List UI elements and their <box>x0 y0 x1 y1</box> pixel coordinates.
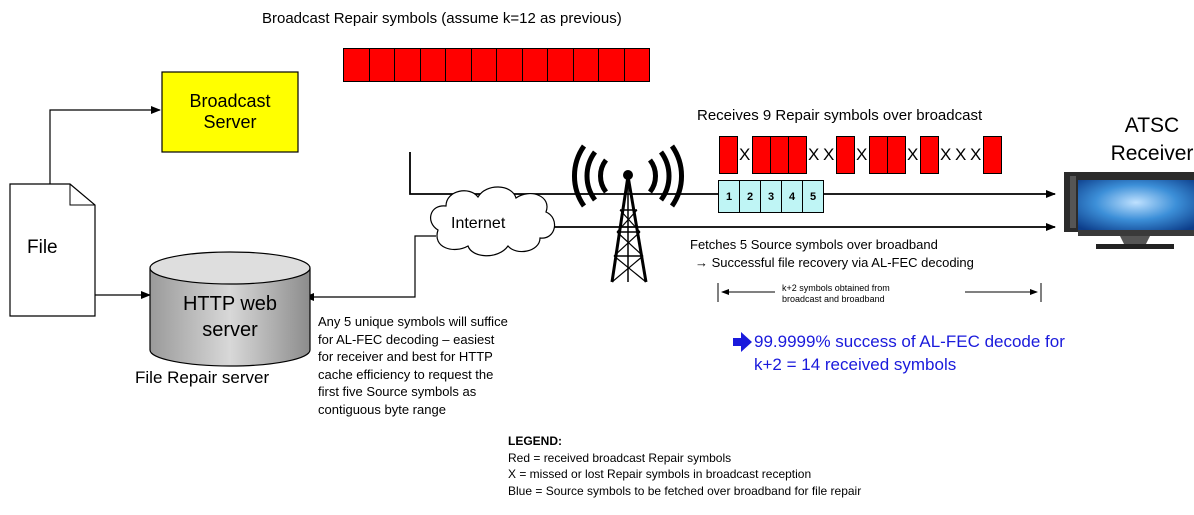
broadcast-tower-icon <box>572 144 684 283</box>
received-repair-symbol <box>788 136 807 174</box>
repair-symbol <box>445 48 472 82</box>
k2-caption-line2: broadcast and broadband <box>782 294 885 304</box>
any5-caption-line: for receiver and best for HTTP <box>318 349 493 364</box>
missed-repair-symbol: X <box>970 145 982 164</box>
any5-caption-line: contiguous byte range <box>318 401 446 417</box>
any5-caption: Any 5 unique symbols will suffice for AL-… <box>318 313 508 418</box>
legend-line: Red = received broadcast Repair symbols <box>508 450 732 465</box>
fetch-caption-line1: Fetches 5 Source symbols over broadband <box>690 237 938 252</box>
receiver-label: ATSC Receiver <box>1110 112 1194 168</box>
repair-symbol <box>470 48 497 82</box>
repair-symbol <box>547 48 574 82</box>
fetch-caption-line2: → Successful file recovery via AL-FEC de… <box>695 255 974 270</box>
received-repair-symbol <box>983 136 1002 174</box>
http-server-cylinder <box>149 268 311 367</box>
received-repair-symbol <box>920 136 939 174</box>
file-repair-caption: File Repair server <box>135 368 270 387</box>
repair-symbol <box>496 48 523 82</box>
received-repair-symbol <box>869 136 888 174</box>
repair-symbol <box>343 48 370 82</box>
legend-line: X = missed or lost Repair symbols in bro… <box>508 467 812 481</box>
broadcast-server-label: Broadcast Server <box>162 72 298 152</box>
broadcast-server-line1: Broadcast <box>189 91 271 111</box>
broadcast-server-line2: Server <box>203 112 257 132</box>
internet-label: Internet <box>451 215 506 232</box>
received-repair-symbol <box>836 136 855 174</box>
any5-caption-line: cache efficiency to request the <box>318 366 494 382</box>
fetch-caption: Fetches 5 Source symbols over broadband … <box>690 236 974 272</box>
receiver-line2: Receiver <box>1110 142 1194 165</box>
any5-caption-line: Any 5 unique symbols will suffice <box>318 314 508 329</box>
success-caption: 99.9999% success of AL-FEC decode for k+… <box>754 330 1065 376</box>
file-label: File <box>27 237 58 258</box>
tv-receiver-icon <box>1064 172 1194 249</box>
source-symbol: 4 <box>781 180 803 213</box>
repair-symbol <box>521 48 548 82</box>
received-repair-symbol <box>770 136 789 174</box>
received-repair-symbol <box>719 136 738 174</box>
success-caption-line1: 99.9999% success of AL-FEC decode for <box>754 332 1065 351</box>
receives-caption: Receives 9 Repair symbols over broadcast <box>697 107 983 124</box>
file-to-broadcast-arrow <box>49 106 161 188</box>
repair-symbol <box>623 48 650 82</box>
internet-cloud <box>430 186 556 257</box>
any5-caption-line: first five Source symbols as <box>318 384 477 399</box>
source-symbol: 3 <box>760 180 782 213</box>
repair-symbol <box>368 48 395 82</box>
missed-repair-symbol: X <box>940 145 952 164</box>
source-symbol: 2 <box>739 180 761 213</box>
missed-repair-symbol: X <box>856 145 868 164</box>
legend-title: LEGEND: <box>508 434 562 448</box>
legend: LEGEND: Red = received broadcast Repair … <box>508 433 861 499</box>
repair-symbol <box>394 48 421 82</box>
received-repair-symbol <box>887 136 906 174</box>
http-server-label: HTTP web server <box>150 284 310 350</box>
k2-caption: k+2 symbols obtained from broadcast and … <box>782 283 890 305</box>
missed-repair-symbol: X <box>907 145 919 164</box>
receiver-line1: ATSC <box>1124 114 1180 137</box>
http-server-line2: server <box>202 319 258 341</box>
missed-repair-symbol: X <box>823 145 835 164</box>
legend-line: Blue = Source symbols to be fetched over… <box>508 483 862 498</box>
broadcast-path-arrow <box>409 152 1056 198</box>
repair-symbol <box>598 48 625 82</box>
success-arrow-icon <box>733 332 752 352</box>
broadcast-server-box <box>161 71 299 153</box>
any5-caption-line: for AL-FEC decoding – easiest <box>318 331 495 347</box>
source-symbol: 5 <box>802 180 824 213</box>
http-server-cylinder-top <box>149 251 311 285</box>
file-document-shape <box>9 183 96 317</box>
file-fold <box>69 184 95 206</box>
repair-symbol <box>419 48 446 82</box>
repair-symbol <box>572 48 599 82</box>
source-symbol: 1 <box>718 180 740 213</box>
received-repair-symbol <box>752 136 771 174</box>
top-caption: Broadcast Repair symbols (assume k=12 as… <box>262 10 622 27</box>
k2-caption-line1: k+2 symbols obtained from <box>782 283 890 293</box>
http-server-line1: HTTP web <box>182 293 278 315</box>
missed-repair-symbol: X <box>955 145 967 164</box>
missed-repair-symbol: X <box>808 145 820 164</box>
success-caption-line2: k+2 = 14 received symbols <box>754 355 957 374</box>
missed-repair-symbol: X <box>739 145 751 164</box>
internet-to-http-arrow <box>304 235 436 301</box>
